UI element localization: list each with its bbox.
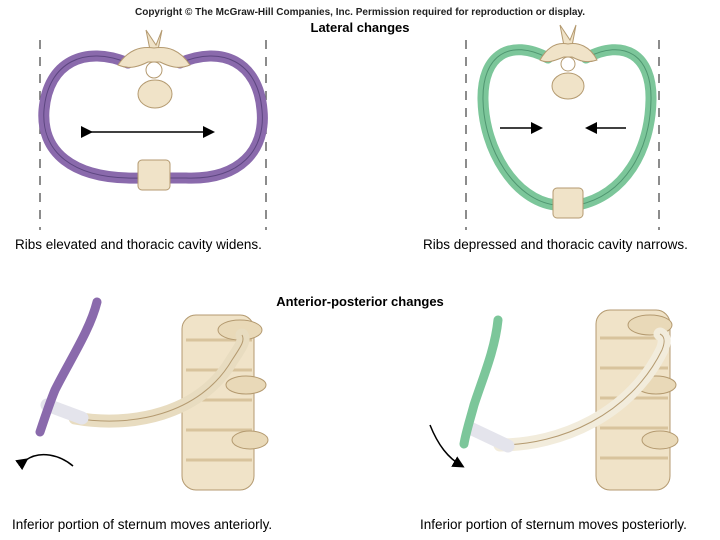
- sternum-top-right: [553, 188, 583, 218]
- thoracic-cavity-wide-figure: [40, 30, 266, 230]
- costal-cartilage-right: [470, 428, 508, 446]
- caption-sternum-anterior: Inferior portion of sternum moves anteri…: [12, 517, 272, 532]
- sternum-top-left: [138, 160, 170, 190]
- posterior-motion-arrow: [430, 425, 462, 466]
- caption-ribs-depressed: Ribs depressed and thoracic cavity narro…: [423, 237, 688, 252]
- sternum-anterior-figure: [26, 302, 268, 490]
- vertebra-top-right: [540, 25, 597, 99]
- green-sternum: [464, 320, 498, 444]
- anterior-motion-arrow: [26, 455, 73, 466]
- vertebra-top-left: [118, 30, 190, 108]
- caption-ribs-elevated: Ribs elevated and thoracic cavity widens…: [15, 237, 262, 252]
- thoracic-cavity-narrow-figure: [466, 25, 659, 230]
- caption-sternum-posterior: Inferior portion of sternum moves poster…: [420, 517, 687, 532]
- sternum-posterior-figure: [430, 310, 678, 490]
